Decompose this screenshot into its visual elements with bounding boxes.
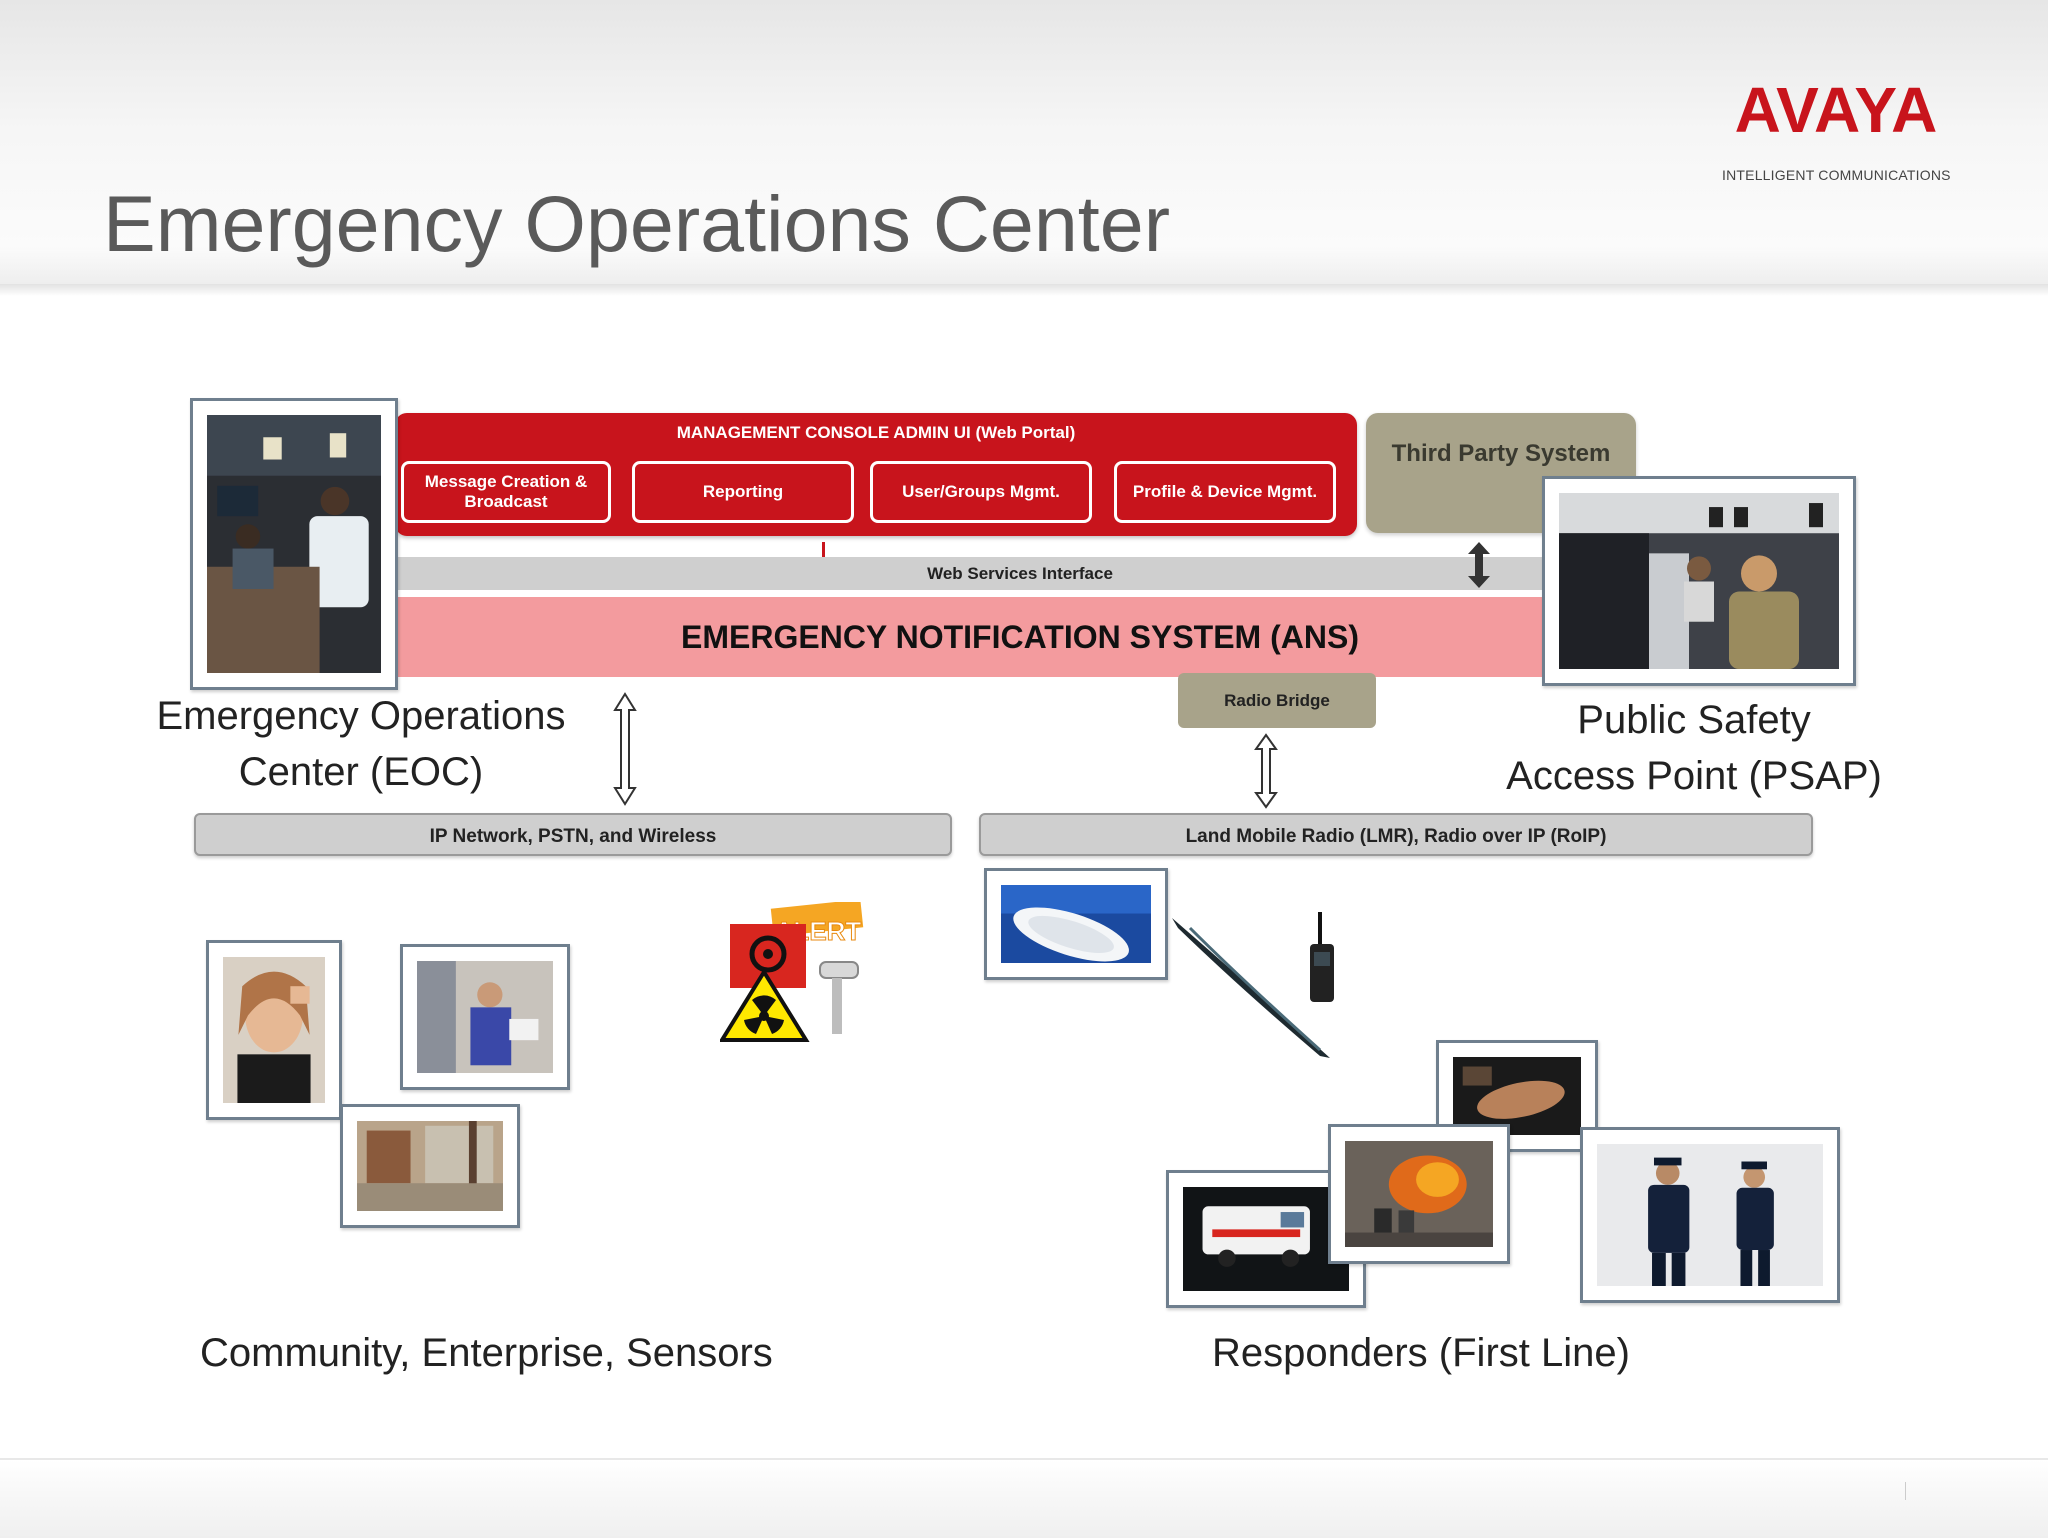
ambulance-image [1183,1187,1349,1291]
ip-network-bar: IP Network, PSTN, and Wireless [194,813,952,856]
damaged-building-image [357,1121,503,1211]
disaster-scene-photo [340,1104,520,1228]
police-officers-image [1597,1144,1823,1286]
radio-bridge: Radio Bridge [1178,673,1376,728]
responders-label: Responders (First Line) [1212,1331,1630,1375]
community-label: Community, Enterprise, Sensors [200,1331,773,1375]
eoc-label-line2: Center (EOC) [238,750,484,794]
police-officers-photo [1580,1127,1840,1303]
emergency-notification-system: EMERGENCY NOTIFICATION SYSTEM (ANS) [395,597,1645,677]
radio-antenna-icon [1172,912,1334,1058]
eoc-operators-image [207,415,381,673]
eoc-network-arrow [613,692,637,806]
management-console: MANAGEMENT CONSOLE ADMIN UI (Web Portal)… [395,413,1357,536]
responder-photo-hands [1436,1040,1598,1152]
distressed-caller-image [223,957,325,1103]
fire-scene-image [1345,1141,1493,1247]
caller-photo [206,940,342,1120]
office-worker-photo [400,944,570,1090]
hazard-alert-icon: ALERT [720,902,864,1042]
satellite-photo [984,868,1168,980]
eoc-label: Emergency Operations Center (EOC) [140,688,582,800]
header-band [0,0,2048,290]
console-connector [822,542,825,564]
responder-hands-image [1453,1057,1581,1135]
module-user-groups: User/Groups Mgmt. [870,461,1092,523]
radio-bridge-arrow [1254,733,1278,809]
footer-page-divider [1905,1482,1906,1500]
page-title: Emergency Operations Center [103,179,1171,268]
lmr-bar: Land Mobile Radio (LMR), Radio over IP (… [979,813,1813,856]
psap-label-line1: Public Safety [1577,698,1811,742]
camera-icon [819,961,859,979]
satellite-dish-image [1001,885,1151,963]
management-console-title: MANAGEMENT CONSOLE ADMIN UI (Web Portal) [676,423,1076,442]
header-divider [0,284,2048,296]
eoc-label-line1: Emergency Operations [156,694,566,738]
office-worker-image [417,961,553,1073]
psap-label: Public Safety Access Point (PSAP) [1494,692,1894,804]
logo-tagline: INTELLIGENT COMMUNICATIONS [1722,167,1951,183]
psap-photo [1542,476,1856,686]
web-services-interface: Web Services Interface [395,557,1645,590]
avaya-logo: AVAYA [1735,76,1938,146]
module-profile-device: Profile & Device Mgmt. [1114,461,1336,523]
eoc-photo [190,398,398,690]
logo-text: AVAYA [1735,76,1938,146]
module-reporting: Reporting [632,461,854,523]
module-message-creation: Message Creation & Broadcast [401,461,611,523]
handheld-radio-antenna [1318,912,1322,948]
footer-band [0,1458,2048,1538]
third-party-arrow [1468,542,1490,588]
psap-label-line2: Access Point (PSAP) [1506,754,1882,798]
firefighter-photo [1328,1124,1510,1264]
psap-dispatcher-image [1559,493,1839,669]
